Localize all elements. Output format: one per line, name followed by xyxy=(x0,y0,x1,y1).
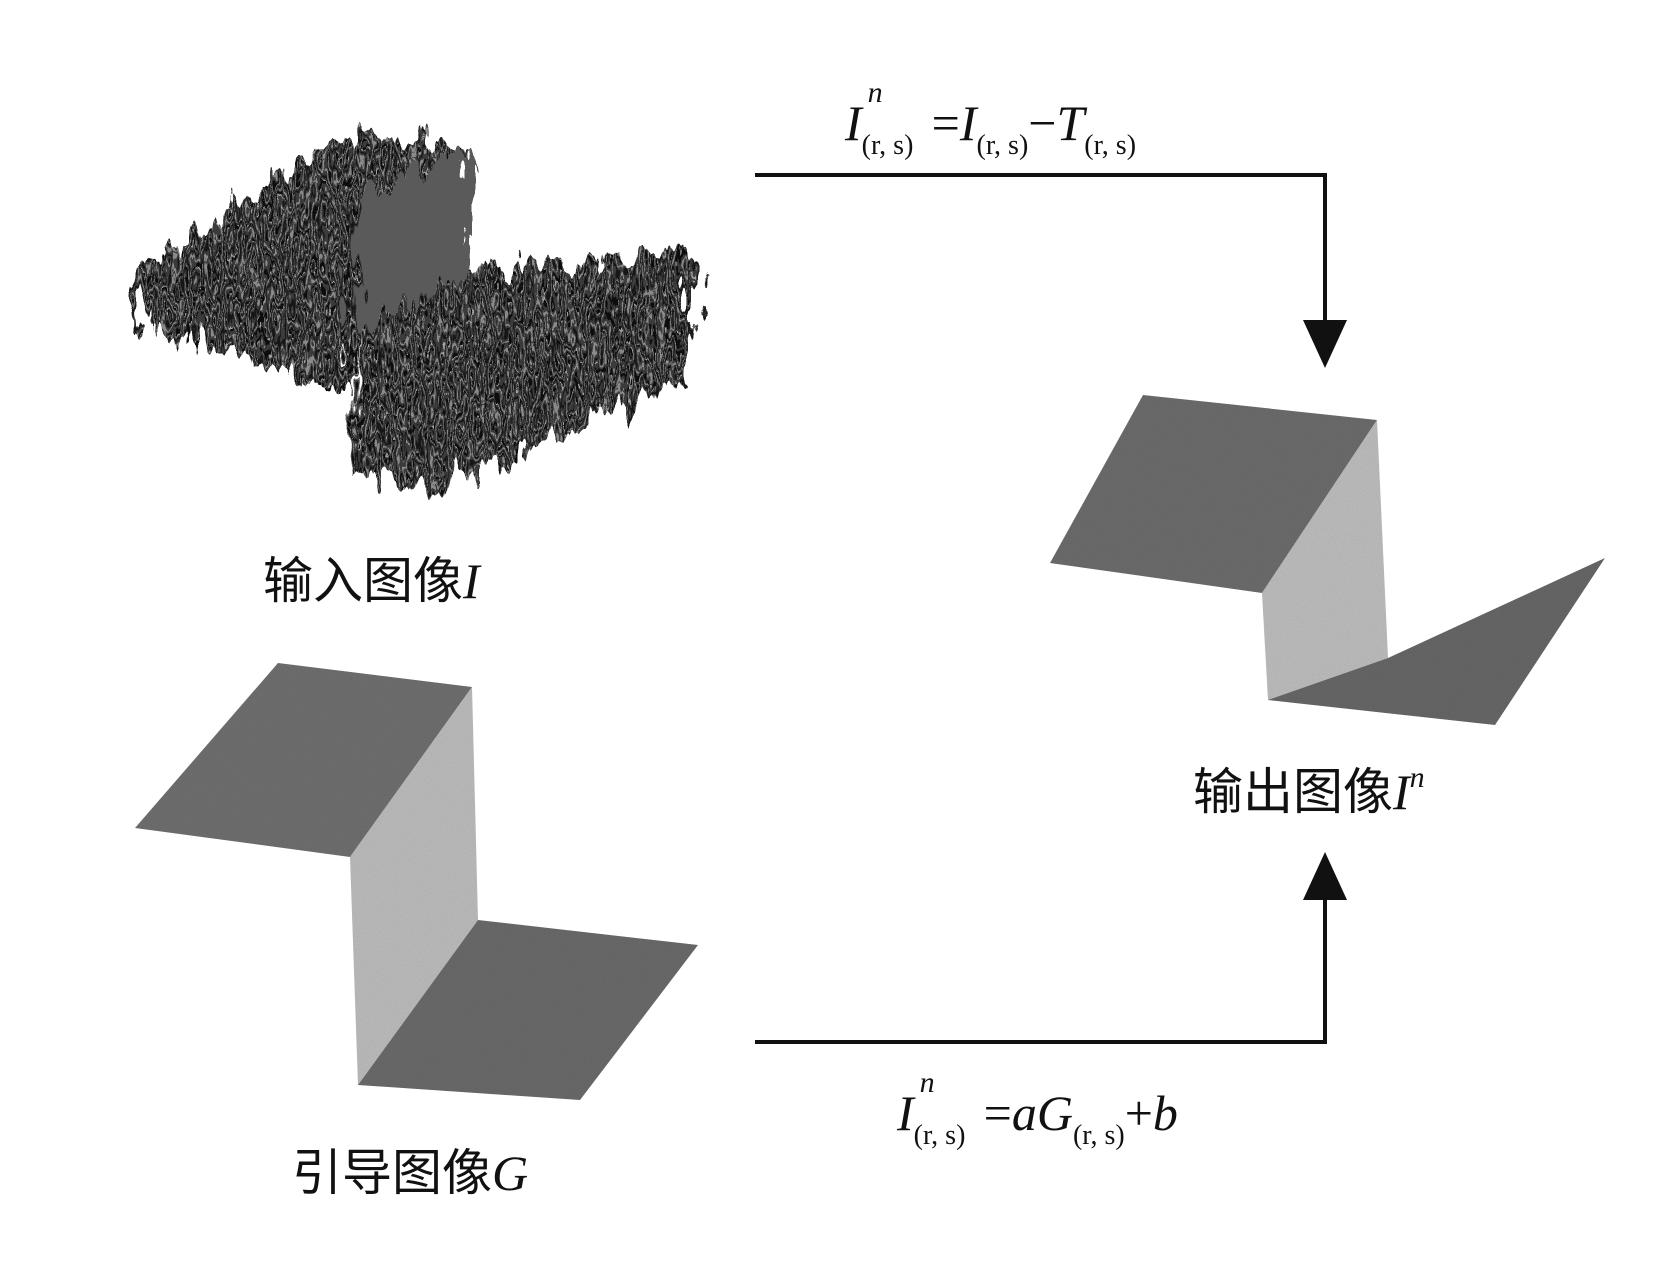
guide-image-var: G xyxy=(492,1145,529,1201)
top-formula-lhs-sup: n xyxy=(867,76,883,109)
top-formula-term1-sub: (r, s) xyxy=(976,130,1029,161)
output-image-sup: n xyxy=(1409,761,1425,794)
bottom-formula-lhs-sup: n xyxy=(919,1066,935,1099)
bottom-formula-a: a xyxy=(1011,1085,1037,1141)
input-image-text: 输入图像 xyxy=(263,552,463,610)
input-image-var: I xyxy=(463,553,480,609)
top-arrow xyxy=(755,173,1347,368)
top-formula-eq: = xyxy=(931,95,960,151)
top-formula-term2: T xyxy=(1056,95,1085,151)
bottom-formula-b: b xyxy=(1152,1085,1178,1141)
top-formula-op: − xyxy=(1028,95,1057,151)
top-formula-term2-sub: (r, s) xyxy=(1084,130,1137,161)
output-image-var: I xyxy=(1393,764,1410,820)
input-image-surface xyxy=(140,130,690,490)
input-image-label: 输入图像I xyxy=(263,556,480,606)
bottom-formula-g: G xyxy=(1036,1085,1073,1141)
top-formula-lhs: I xyxy=(845,95,862,151)
top-formula-term1: I xyxy=(959,95,977,151)
bottom-arrow xyxy=(755,852,1347,1044)
bottom-formula-plus: + xyxy=(1124,1085,1153,1141)
guide-image-text: 引导图像 xyxy=(292,1144,492,1202)
bottom-formula-eq: = xyxy=(983,1085,1012,1141)
guide-image-surface xyxy=(135,663,698,1100)
output-image-label: 输出图像In xyxy=(1193,761,1425,820)
guide-image-label: 引导图像G xyxy=(292,1148,528,1198)
output-image-text: 输出图像 xyxy=(1193,763,1393,821)
bottom-formula-lhs: I xyxy=(897,1085,914,1141)
output-image-surface xyxy=(1050,395,1605,725)
bottom-formula-g-sub: (r, s) xyxy=(1072,1120,1125,1151)
top-formula-lhs-sub: (r, s) xyxy=(861,130,914,161)
bottom-formula-lhs-sub: (r, s) xyxy=(913,1120,966,1151)
